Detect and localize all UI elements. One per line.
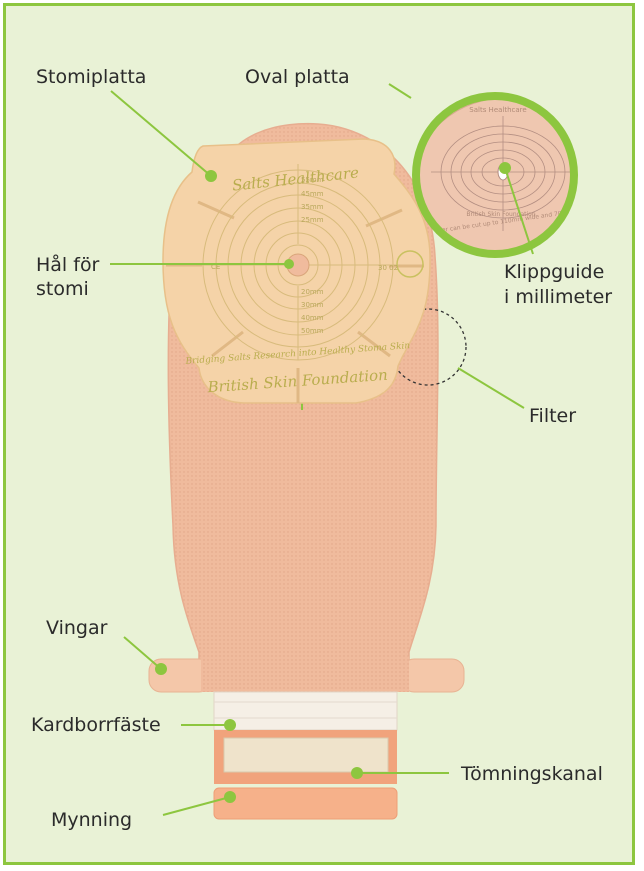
size-50: 50mm — [301, 327, 324, 335]
ostomy-pouch-diagram: Salts Healthcare British Skin Foundation… — [6, 6, 635, 865]
label-vingar: Vingar — [46, 617, 108, 639]
label-filter: Filter — [529, 405, 576, 427]
label-klippguide: Klippguide — [504, 261, 604, 283]
label-tomningskanal: Tömningskanal — [460, 763, 603, 785]
size-40: 40mm — [301, 314, 324, 322]
size-45: 45mm — [301, 190, 324, 198]
oval-brand: Salts Healthcare — [469, 106, 526, 114]
label-hal-for: Hål för — [36, 253, 100, 276]
diagram-panel: Salts Healthcare British Skin Foundation… — [3, 3, 635, 865]
label-stomiplatta: Stomiplatta — [36, 66, 146, 88]
size-35: 35mm — [301, 203, 324, 211]
label-i-millimeter: i millimeter — [504, 286, 612, 308]
flange-code: 30 02 — [378, 264, 398, 272]
right-wing — [402, 659, 464, 692]
size-25: 25mm — [301, 216, 324, 224]
label-oval-platta: Oval platta — [245, 66, 350, 88]
size-20: 20mm — [301, 288, 324, 296]
label-stomi: stomi — [36, 278, 89, 300]
outlet — [214, 788, 397, 819]
oval-plate-inset: Salts Healthcare British Skin Foundation… — [405, 96, 596, 258]
label-mynning: Mynning — [51, 809, 132, 831]
velcro-strip — [214, 692, 397, 730]
flange: Salts Healthcare British Skin Foundation… — [163, 139, 430, 403]
size-30: 30mm — [301, 301, 324, 309]
label-kardborrfaste: Kardborrfäste — [31, 714, 161, 736]
neck — [201, 656, 409, 692]
drain-channel-inner — [224, 738, 388, 772]
size-55: 55mm — [301, 176, 324, 184]
